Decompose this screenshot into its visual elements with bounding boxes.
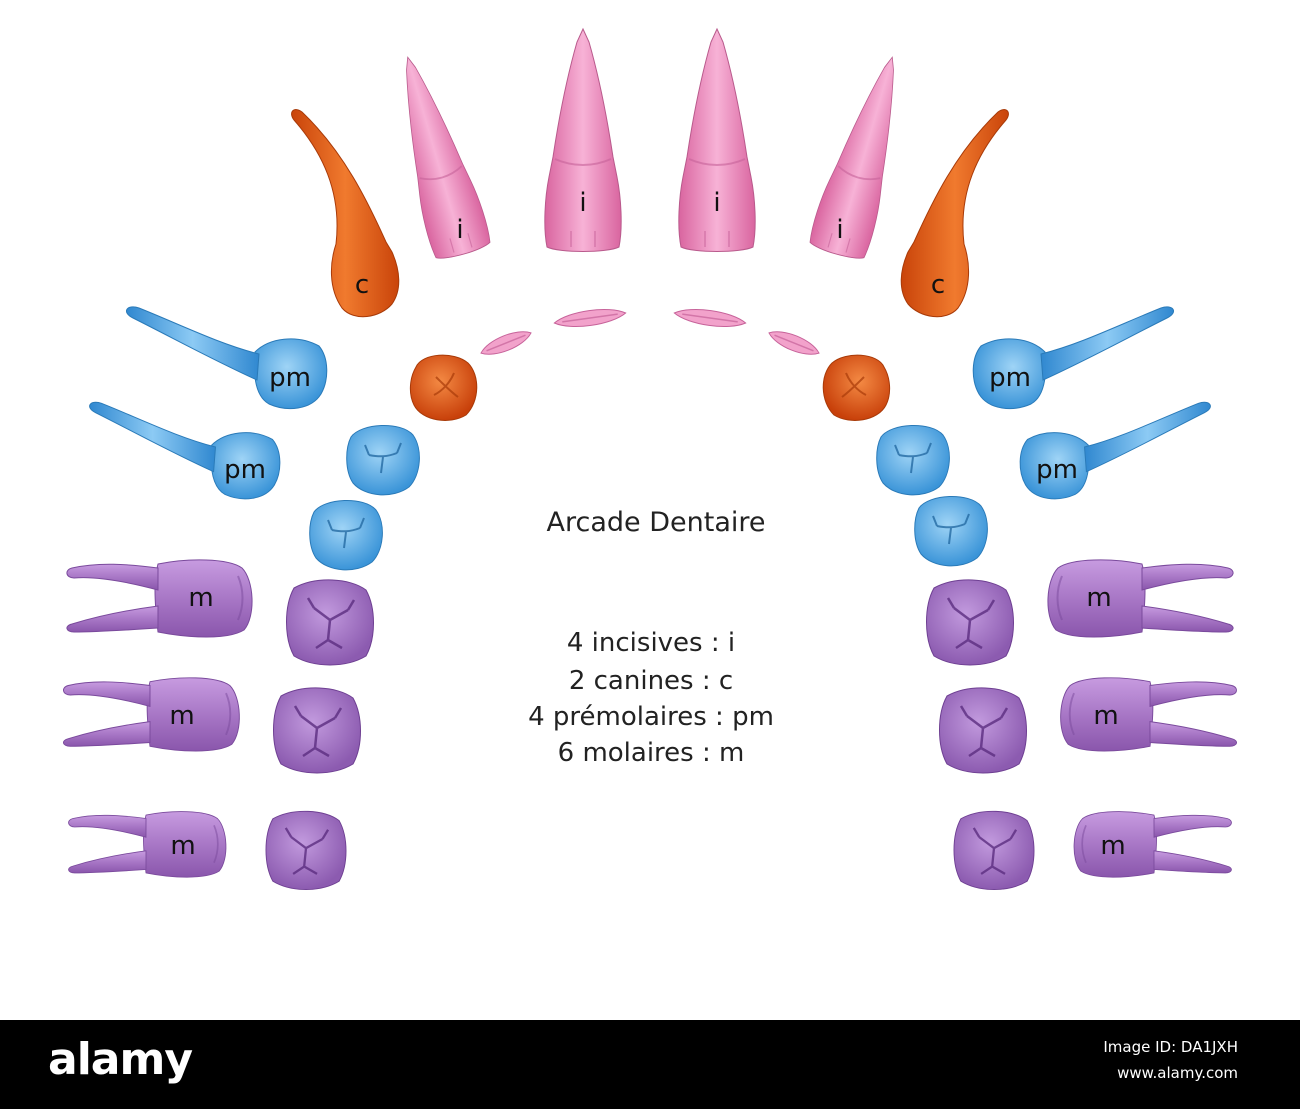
diagram-title: Arcade Dentaire [547, 507, 766, 538]
molar-label: m [169, 701, 194, 731]
canine-occlusal [822, 354, 891, 422]
molar-label: m [188, 583, 213, 613]
molar-tooth [67, 810, 227, 879]
legend-line: 2 canines : c [569, 666, 733, 696]
molar-label: m [170, 831, 195, 861]
incisor-tooth [806, 48, 922, 264]
premolar-occlusal [875, 424, 951, 496]
incisor-label: i [579, 188, 586, 218]
molar-occlusal [285, 578, 375, 667]
dental-arch-diagram: i i i i c c pm pm pm pm m m m m m m Arca… [62, 28, 1238, 891]
canine-label: c [355, 270, 369, 300]
incisor-label: i [713, 188, 720, 218]
incisor-tooth [677, 28, 757, 253]
canine-occlusal [409, 354, 478, 422]
premolar-occlusal [308, 499, 384, 571]
premolar-occlusal [345, 424, 421, 496]
legend-line: 6 molaires : m [558, 738, 745, 768]
incisor-tooth [543, 28, 623, 253]
canine-tooth [291, 109, 400, 318]
legend-line: 4 prémolaires : pm [528, 702, 774, 732]
molar-occlusal [264, 810, 348, 891]
incisor-occlusal [477, 325, 535, 361]
premolar-label: pm [1036, 455, 1078, 485]
image-meta: Image ID: DA1JXH www.alamy.com [1103, 1034, 1238, 1086]
molar-occlusal [952, 810, 1036, 891]
premolar-tooth [972, 306, 1175, 410]
molar-label: m [1100, 831, 1125, 861]
incisor-occlusal [552, 304, 628, 332]
incisor-occlusal [672, 304, 748, 332]
premolar-label: pm [269, 363, 311, 393]
canine-tooth [900, 109, 1009, 318]
molar-tooth [1073, 810, 1233, 879]
molar-tooth [1059, 676, 1238, 752]
molar-tooth [62, 676, 241, 752]
incisor-occlusal [765, 325, 823, 361]
legend-line: 4 incisives : i [567, 628, 735, 658]
molar-tooth [65, 558, 254, 638]
incisor-label: i [456, 215, 463, 245]
alamy-logo: alamy [48, 1034, 193, 1085]
molar-label: m [1093, 701, 1118, 731]
watermark-footer: alamy Image ID: DA1JXH www.alamy.com [0, 1020, 1300, 1109]
molar-occlusal [925, 578, 1015, 667]
premolar-tooth [125, 306, 328, 410]
premolar-label: pm [989, 363, 1031, 393]
premolar-label: pm [224, 455, 266, 485]
incisor-tooth [378, 48, 494, 264]
molar-tooth [1046, 558, 1235, 638]
canine-label: c [931, 270, 945, 300]
molar-occlusal [938, 686, 1028, 775]
molar-occlusal [272, 686, 362, 775]
premolar-occlusal [913, 495, 989, 567]
molar-label: m [1086, 583, 1111, 613]
image-id: Image ID: DA1JXH [1103, 1038, 1238, 1056]
incisor-label: i [836, 215, 843, 245]
site-url: www.alamy.com [1117, 1064, 1238, 1082]
